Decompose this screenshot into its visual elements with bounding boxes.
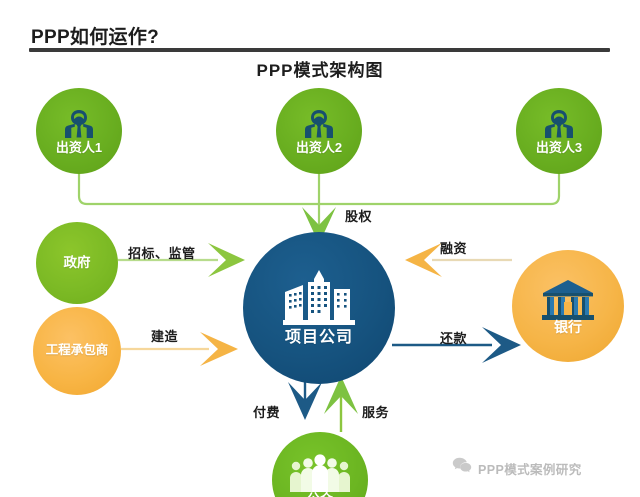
edge-label-repayment: 还款 bbox=[440, 331, 468, 346]
bank-icon bbox=[540, 278, 596, 322]
node-project-company[interactable]: 项目公司 bbox=[243, 232, 395, 384]
page-title: PPP如何运作? bbox=[31, 27, 160, 48]
node-investor-1[interactable]: 出资人1 bbox=[36, 88, 122, 174]
businessman-icon bbox=[298, 108, 340, 140]
node-label: 工程承包商 bbox=[45, 343, 109, 358]
watermark-text: PPP模式案例研究 bbox=[478, 462, 582, 477]
tender-arrowhead bbox=[208, 243, 245, 277]
node-investor-3[interactable]: 出资人3 bbox=[516, 88, 602, 174]
payment-arrowhead bbox=[288, 382, 322, 420]
edge-label-financing: 融资 bbox=[440, 241, 468, 256]
investor-bus-line bbox=[77, 172, 561, 206]
wechat-icon bbox=[452, 457, 472, 479]
node-public[interactable]: 公众 bbox=[272, 432, 368, 497]
node-label: 出资人2 bbox=[295, 139, 343, 155]
node-bank[interactable]: 银行 bbox=[512, 250, 624, 362]
title-divider bbox=[29, 48, 610, 52]
node-label: 项目公司 bbox=[284, 328, 353, 346]
node-label: 银行 bbox=[554, 318, 582, 335]
businessman-icon bbox=[58, 108, 100, 140]
watermark: PPP模式案例研究 bbox=[452, 457, 582, 479]
node-contractor[interactable]: 工程承包商 bbox=[33, 307, 121, 395]
node-label: 政府 bbox=[63, 254, 91, 270]
node-label: 公众 bbox=[307, 492, 333, 497]
people-group-icon bbox=[288, 454, 352, 493]
businessman-icon bbox=[538, 108, 580, 140]
edge-label-equity: 股权 bbox=[345, 209, 373, 224]
buildings-icon bbox=[281, 269, 357, 328]
node-government[interactable]: 政府 bbox=[36, 222, 118, 304]
construct-arrowhead bbox=[200, 332, 238, 366]
edge-label-construct: 建造 bbox=[151, 329, 179, 344]
diagram-title: PPP模式架构图 bbox=[256, 61, 384, 80]
node-label: 出资人1 bbox=[55, 139, 103, 155]
repayment-arrowhead bbox=[482, 327, 521, 363]
node-label: 出资人3 bbox=[535, 139, 583, 155]
node-investor-2[interactable]: 出资人2 bbox=[276, 88, 362, 174]
financing-arrowhead bbox=[405, 243, 442, 277]
edge-label-payment: 付费 bbox=[253, 405, 281, 420]
edge-label-tender: 招标、监管 bbox=[128, 246, 196, 261]
edge-label-service: 服务 bbox=[362, 405, 390, 420]
